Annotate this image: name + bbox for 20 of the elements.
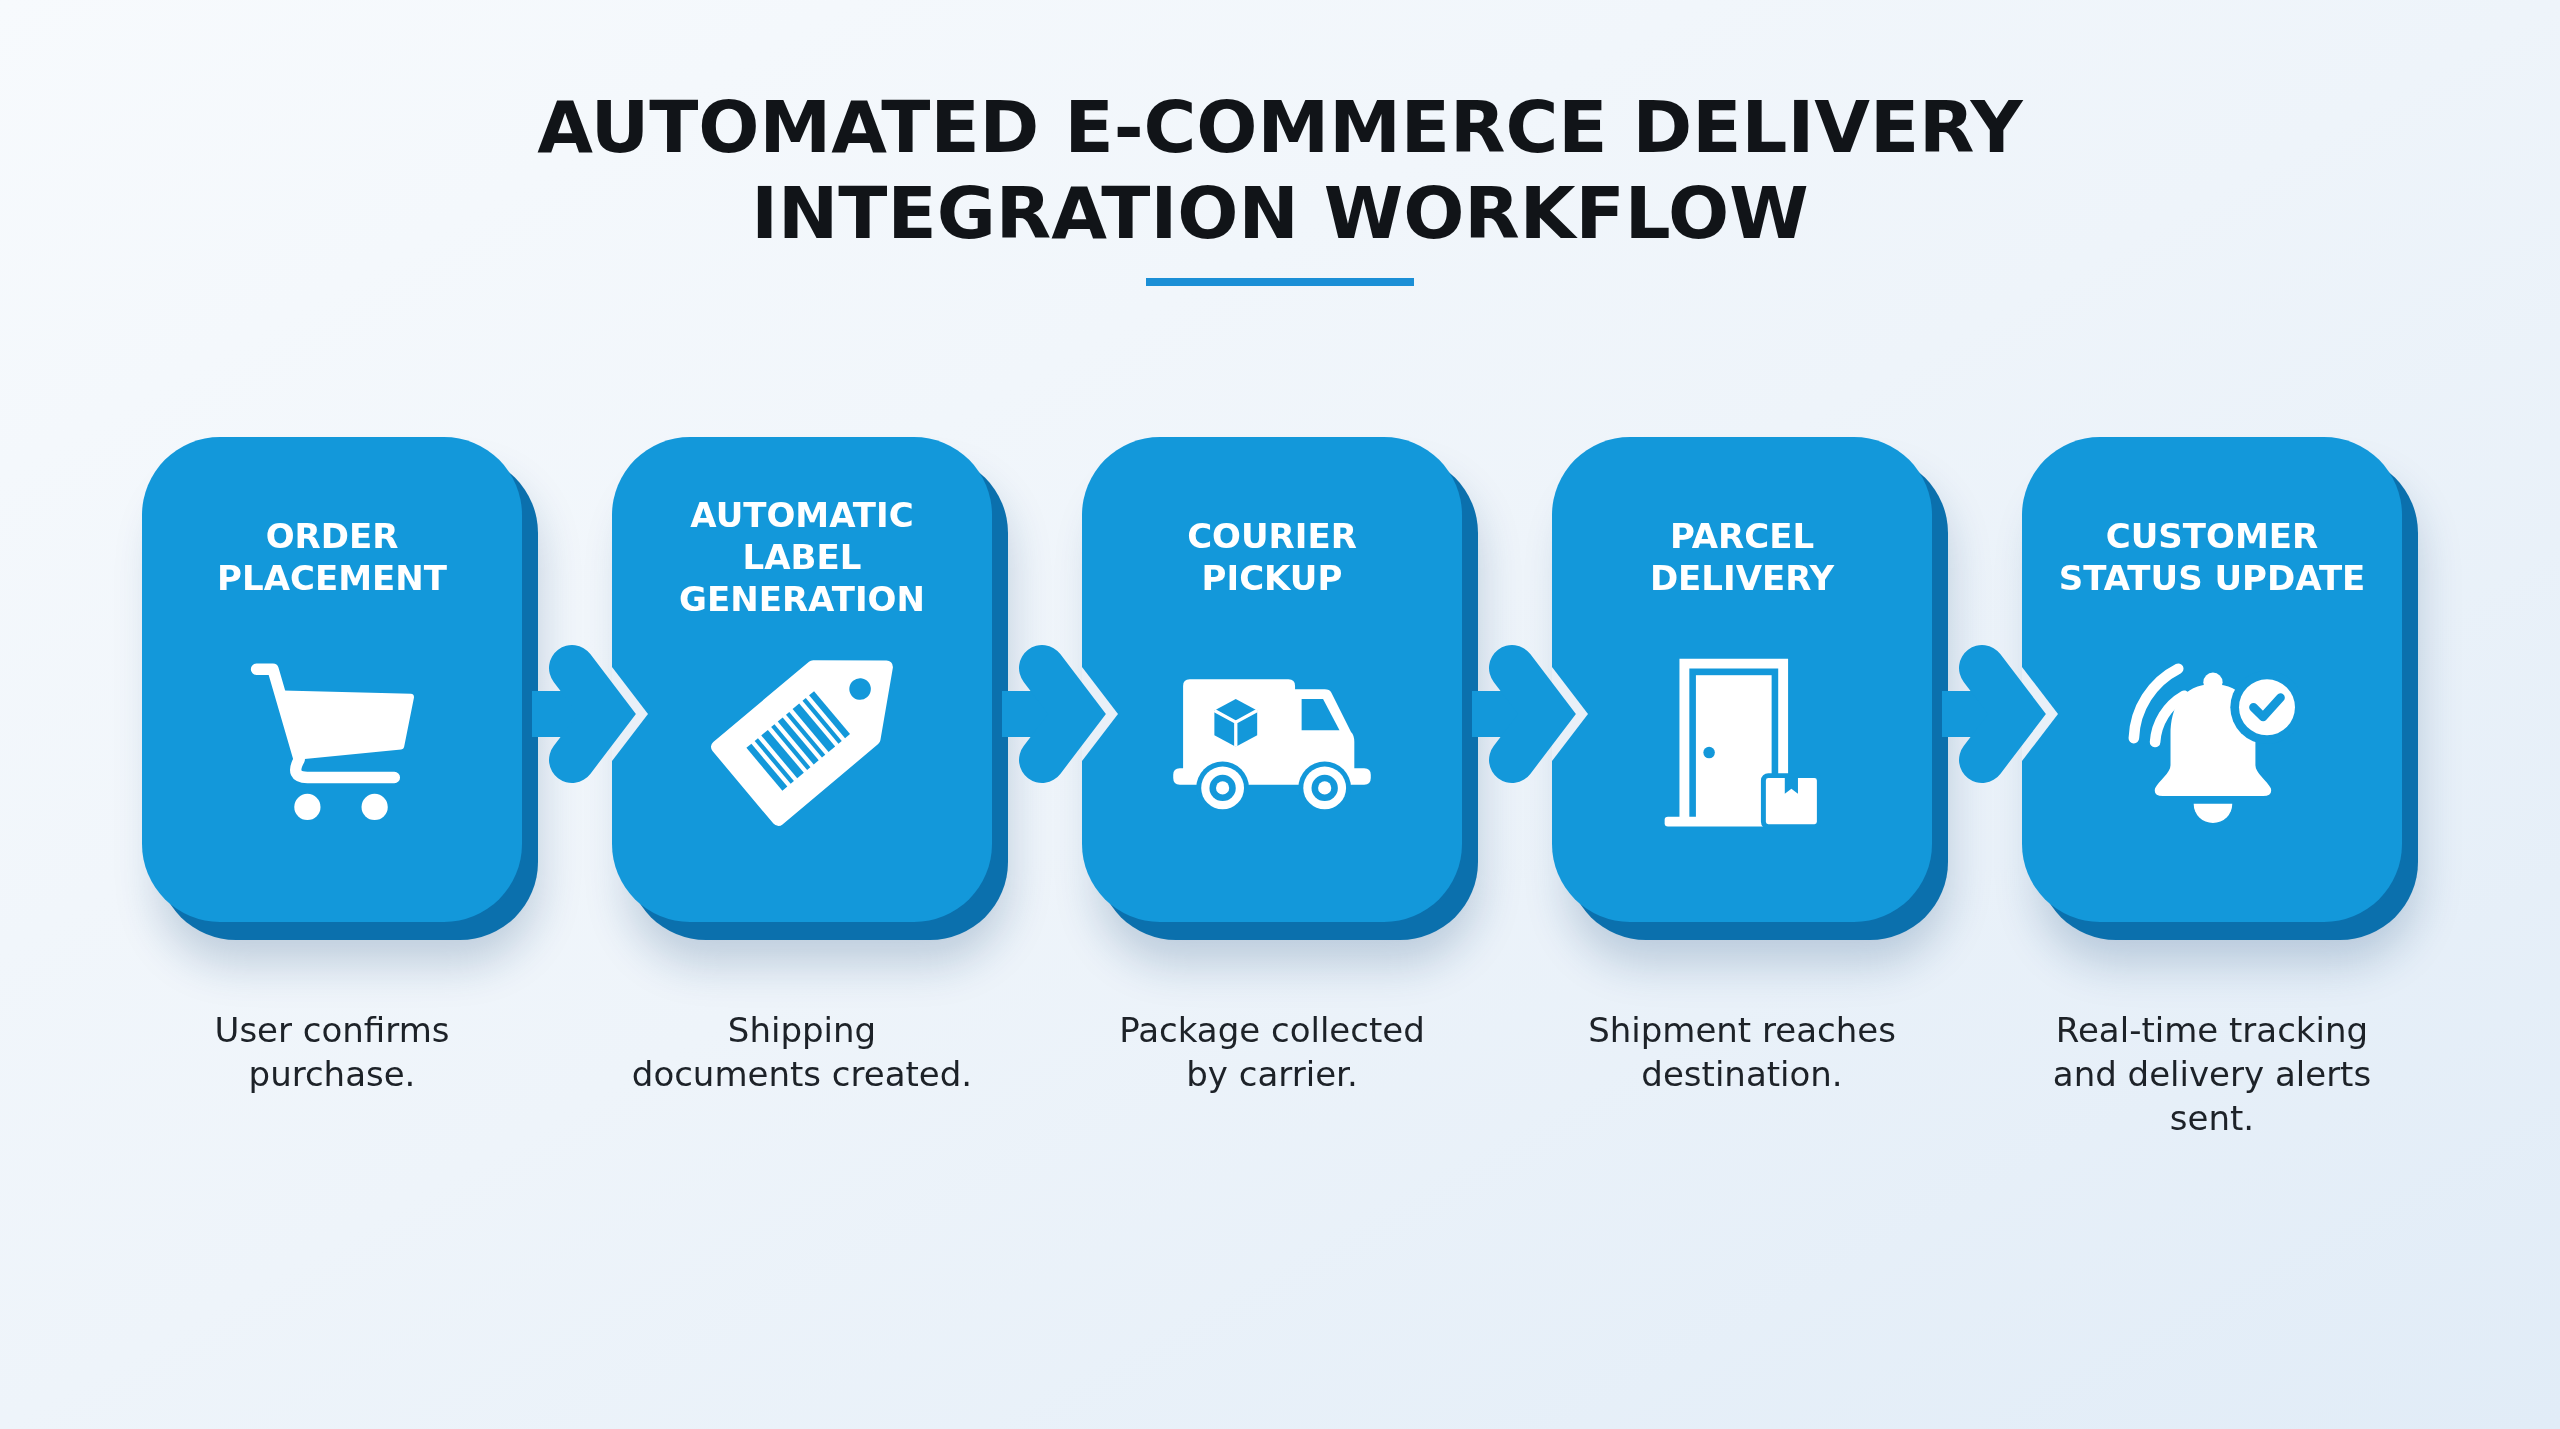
- step-card: [1082, 437, 1478, 940]
- step-title: COURIER PICKUP: [1186, 515, 1358, 599]
- flow-arrow: [532, 645, 648, 783]
- step-title: CUSTOMER STATUS UPDATE: [2057, 515, 2367, 599]
- step-title: ORDER PLACEMENT: [216, 515, 448, 599]
- step-description: Shipping documents created.: [630, 1009, 974, 1096]
- step-card: [612, 437, 1008, 940]
- step-description: Real-time tracking and delivery alerts sent.: [2051, 1009, 2373, 1140]
- flow-arrow: [1942, 645, 2058, 783]
- step-card: [142, 437, 538, 940]
- step-description: User confirms purchase.: [213, 1009, 451, 1096]
- title: AUTOMATED E-COMMERCE DELIVERY INTEGRATION WORKFLOW: [536, 84, 2024, 256]
- flow-arrow: [1472, 645, 1588, 783]
- flow-arrow: [1002, 645, 1118, 783]
- step-title: AUTOMATIC LABEL GENERATION: [678, 494, 926, 620]
- step-card: [2022, 437, 2418, 940]
- step-description: Package collected by carrier.: [1118, 1009, 1426, 1096]
- step-card: [1552, 437, 1948, 940]
- step-description: Shipment reaches destination.: [1587, 1009, 1897, 1096]
- step-title: PARCEL DELIVERY: [1648, 515, 1836, 599]
